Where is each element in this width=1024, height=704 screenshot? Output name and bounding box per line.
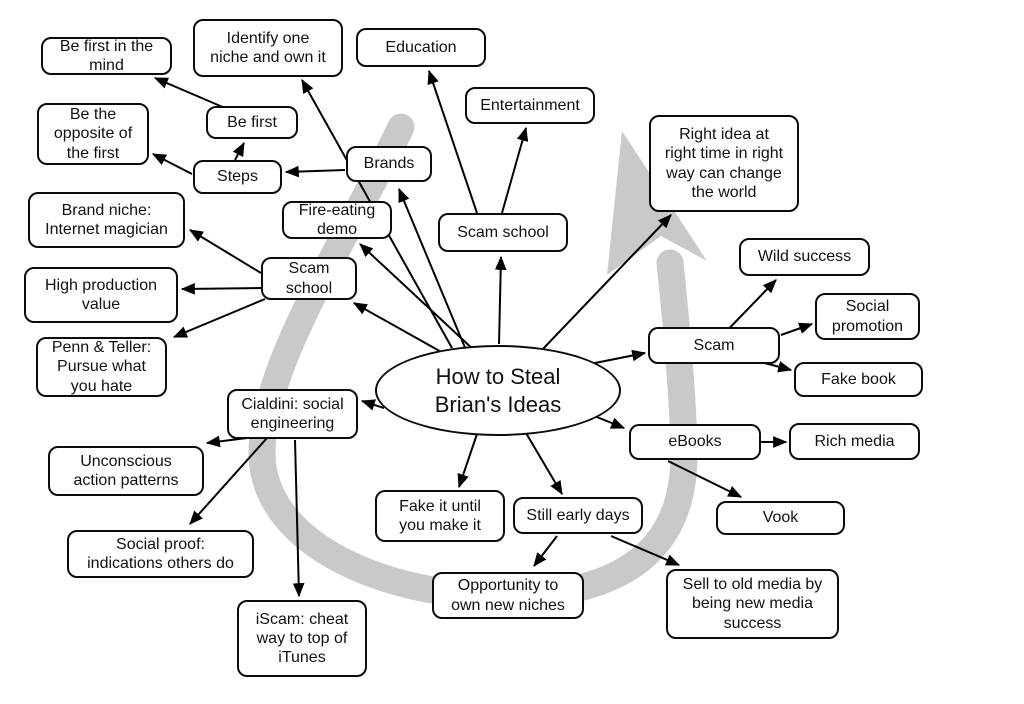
node-social-promotion[interactable]: Social promotion xyxy=(815,293,920,340)
arrow-steps-to-beopposite xyxy=(151,153,193,175)
arrow-center-to-scamschoolleft xyxy=(352,302,453,359)
arrow-center-to-cialdini xyxy=(360,399,385,411)
arrow-scamschoolleft-to-pennteller xyxy=(172,298,266,338)
node-rich-media[interactable]: Rich media xyxy=(789,423,920,460)
node-high-production-value[interactable]: High production value xyxy=(24,267,178,323)
arrow-scamschoolleft-to-highproduction xyxy=(180,283,262,295)
node-education[interactable]: Education xyxy=(356,28,486,67)
node-social-proof[interactable]: Social proof: indications others do xyxy=(67,530,254,578)
node-identify-one-niche[interactable]: Identify one niche and own it xyxy=(193,19,343,77)
arrow-center-to-rightidea xyxy=(540,214,672,352)
node-opportunity-new-niches[interactable]: Opportunity to own new niches xyxy=(432,572,584,619)
node-sell-to-old-media[interactable]: Sell to old media by being new media suc… xyxy=(666,569,839,639)
arrow-brands-to-steps xyxy=(284,165,346,178)
arrow-center-to-fakeit xyxy=(457,433,478,489)
node-scam-school-left[interactable]: Scam school xyxy=(261,257,357,300)
node-penn-teller[interactable]: Penn & Teller: Pursue what you hate xyxy=(36,337,167,397)
node-brand-niche[interactable]: Brand niche: Internet magician xyxy=(28,192,185,248)
arrow-scamschoolleft-to-brandniche xyxy=(189,229,262,274)
node-entertainment[interactable]: Entertainment xyxy=(465,87,595,124)
arrow-scamschooltop-to-entertainment xyxy=(501,126,529,214)
arrow-scam-to-socialpromotion xyxy=(780,322,814,336)
node-fake-it-until-you-make-it[interactable]: Fake it until you make it xyxy=(375,490,505,542)
node-unconscious-action-patterns[interactable]: Unconscious action patterns xyxy=(48,446,204,496)
arrow-steps-to-befirst xyxy=(232,141,245,161)
node-brands[interactable]: Brands xyxy=(346,146,432,182)
node-center-topic[interactable]: How to Steal Brian's Ideas xyxy=(375,345,621,436)
node-fake-book[interactable]: Fake book xyxy=(794,362,923,397)
arrow-center-to-brands xyxy=(398,187,467,351)
node-right-idea[interactable]: Right idea at right time in right way ca… xyxy=(649,115,799,212)
arrow-stillearly-to-selloldmedia xyxy=(610,535,681,566)
node-steps[interactable]: Steps xyxy=(193,160,282,194)
node-scam[interactable]: Scam xyxy=(648,327,780,364)
arrow-befirst-to-befirstinmind xyxy=(153,77,226,109)
node-wild-success[interactable]: Wild success xyxy=(739,238,870,276)
arrow-stillearly-to-opportunity xyxy=(533,535,558,567)
node-be-first[interactable]: Be first xyxy=(206,106,298,139)
arrow-center-to-scamschooltop xyxy=(494,255,507,345)
arrow-center-to-fireeating xyxy=(359,243,477,353)
arrow-center-to-stillearly xyxy=(525,432,563,496)
node-ebooks[interactable]: eBooks xyxy=(629,424,761,460)
node-vook[interactable]: Vook xyxy=(716,501,845,535)
arrow-cialdini-to-socialproof xyxy=(189,437,268,525)
node-be-the-opposite[interactable]: Be the opposite of the first xyxy=(37,103,149,165)
arrow-cialdini-to-iscam xyxy=(292,439,305,598)
node-still-early-days[interactable]: Still early days xyxy=(513,497,643,534)
node-iscam[interactable]: iScam: cheat way to top of iTunes xyxy=(237,600,367,677)
node-scam-school-top[interactable]: Scam school xyxy=(438,213,568,252)
node-cialdini-social-engineering[interactable]: Cialdini: social engineering xyxy=(227,389,358,439)
arrow-ebooks-to-vook xyxy=(667,460,743,498)
node-be-first-in-the-mind[interactable]: Be first in the mind xyxy=(41,37,172,75)
node-fire-eating-demo[interactable]: Fire-eating demo xyxy=(282,201,392,239)
arrow-scamschooltop-to-education xyxy=(427,69,478,214)
